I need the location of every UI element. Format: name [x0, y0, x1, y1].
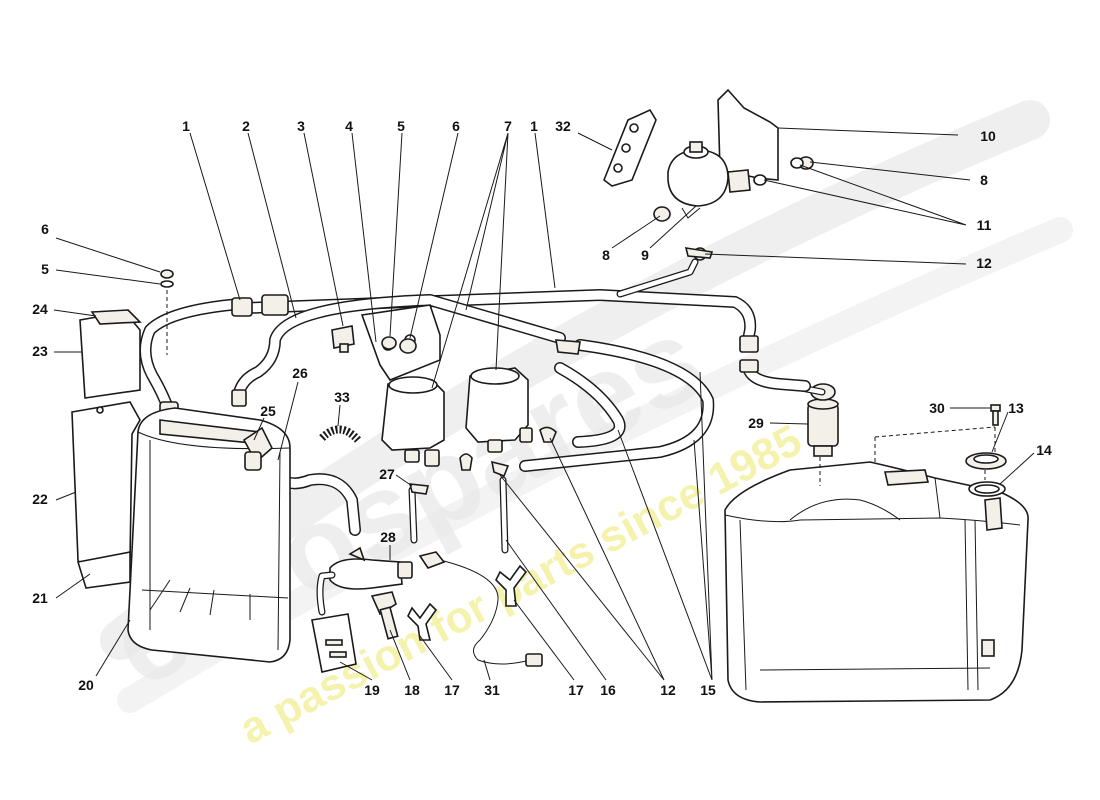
part-5-6-center [381, 336, 417, 354]
pipe-28-inner [317, 572, 335, 615]
callout-23: 23 [32, 343, 48, 359]
part-7-valve-right [465, 367, 533, 453]
callout-24: 24 [32, 301, 48, 317]
callout-14: 14 [1036, 442, 1052, 458]
callout-8: 8 [980, 172, 988, 188]
callout-26: 26 [292, 365, 308, 381]
callout-13: 13 [1008, 400, 1024, 416]
part-22-bracket [71, 401, 141, 589]
callout-31: 31 [484, 682, 500, 698]
part-23-shield [79, 309, 142, 399]
part-5-6-nut-washer [160, 269, 174, 288]
part-30-screw [990, 404, 1001, 426]
part-14-seal [968, 481, 1006, 497]
part-13-flange [965, 452, 1007, 470]
part-11-washers [753, 157, 804, 186]
callout-2: 2 [242, 118, 250, 134]
callout-1b: 1 [530, 118, 538, 134]
part-28-valve [329, 546, 413, 590]
fuel-tank [724, 461, 1029, 703]
callout-16: 16 [600, 682, 616, 698]
part-19-sensor [311, 613, 357, 673]
callout-18: 18 [404, 682, 420, 698]
callout-5b: 5 [41, 261, 49, 277]
callout-29: 29 [748, 415, 764, 431]
callout-25: 25 [260, 403, 276, 419]
part-17-y-pieces [407, 564, 528, 641]
part-10-bracket [717, 88, 779, 193]
part-33-hose [319, 425, 361, 443]
callout-20: 20 [78, 677, 94, 693]
part-31-cable [418, 551, 543, 667]
callout-3: 3 [297, 118, 305, 134]
callout-21: 21 [32, 590, 48, 606]
callout-labels: 1 2 3 4 5 6 7 1 32 10 8 11 8 9 12 6 5 24… [32, 118, 1052, 698]
part-32-bracket [603, 108, 657, 187]
callout-6: 6 [452, 118, 460, 134]
callout-27: 27 [379, 466, 395, 482]
callout-17b: 17 [568, 682, 584, 698]
callout-19: 19 [364, 682, 380, 698]
callout-1: 1 [182, 118, 190, 134]
callout-12b: 12 [660, 682, 676, 698]
callout-8b: 8 [602, 247, 610, 263]
part-27-clip [408, 483, 429, 495]
part-3-bushing [331, 325, 355, 353]
callout-32: 32 [555, 118, 571, 134]
callout-9: 9 [641, 247, 649, 263]
callout-7: 7 [504, 118, 512, 134]
part-25-fitting [242, 426, 273, 471]
part-9-filter [667, 141, 729, 219]
callout-11: 11 [977, 217, 992, 233]
callout-4: 4 [345, 118, 353, 134]
callout-30: 30 [929, 400, 945, 416]
callout-17: 17 [444, 682, 460, 698]
callout-15: 15 [700, 682, 716, 698]
callout-12: 12 [976, 255, 992, 271]
callout-5: 5 [397, 118, 405, 134]
part-7-valve-left [381, 376, 445, 467]
leader-lines [53, 127, 1035, 681]
callout-10: 10 [980, 128, 996, 144]
callout-28: 28 [380, 529, 396, 545]
callout-22: 22 [32, 491, 48, 507]
callout-6b: 6 [41, 221, 49, 237]
part-12-clamps [459, 339, 581, 478]
callout-33: 33 [334, 389, 350, 405]
